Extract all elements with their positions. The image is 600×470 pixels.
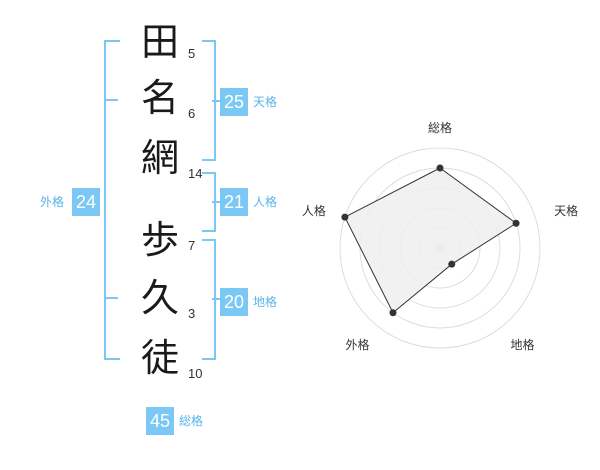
stroke-count: 6 — [188, 106, 196, 121]
radar-axis-label: 地格 — [511, 337, 535, 352]
gaikaku-bracket — [104, 40, 120, 360]
soukaku-value: 45 — [146, 407, 174, 435]
gaikaku-label: 外格 — [40, 195, 65, 209]
stroke-count: 5 — [188, 46, 196, 61]
radar-axis-label: 外格 — [345, 337, 369, 352]
radar-point-1 — [436, 164, 444, 172]
bracket-tick — [212, 298, 222, 300]
radar-point-4 — [389, 309, 397, 317]
tenkaku-label: 天格 — [253, 95, 278, 109]
gaikaku-value: 24 — [72, 188, 100, 216]
radar-point-5 — [341, 213, 349, 221]
radar-axis-label: 天格 — [554, 203, 578, 218]
radar-point-3 — [448, 260, 456, 268]
bracket-tick — [212, 201, 222, 203]
bracket-tick — [106, 99, 118, 101]
radar-ring — [339, 147, 541, 349]
radar-point-2 — [512, 219, 520, 227]
surname-char-2: 名 — [140, 76, 179, 120]
chikaku-label: 地格 — [253, 295, 278, 309]
surname-char-3: 網 — [140, 136, 179, 180]
bracket-tick — [212, 100, 222, 102]
radar-points — [341, 164, 520, 317]
radar-area — [344, 167, 517, 314]
radar-axis-label: 人格 — [302, 203, 326, 218]
stroke-count: 3 — [188, 306, 196, 321]
given-char-2: 久 — [140, 276, 179, 320]
bracket-tick — [106, 297, 118, 299]
stroke-count: 10 — [188, 366, 203, 381]
given-char-1: 歩 — [140, 218, 179, 262]
stroke-count: 7 — [188, 238, 196, 253]
chikaku-value: 20 — [220, 288, 248, 316]
jinkaku-value: 21 — [220, 188, 248, 216]
soukaku-label: 総格 — [179, 414, 204, 428]
surname-char-1: 田 — [140, 20, 179, 64]
jinkaku-label: 人格 — [253, 195, 278, 209]
radar-axis-label: 総格 — [428, 120, 452, 135]
given-char-3: 徒 — [140, 336, 179, 380]
stroke-count: 14 — [188, 166, 203, 181]
tenkaku-value: 25 — [220, 88, 248, 116]
